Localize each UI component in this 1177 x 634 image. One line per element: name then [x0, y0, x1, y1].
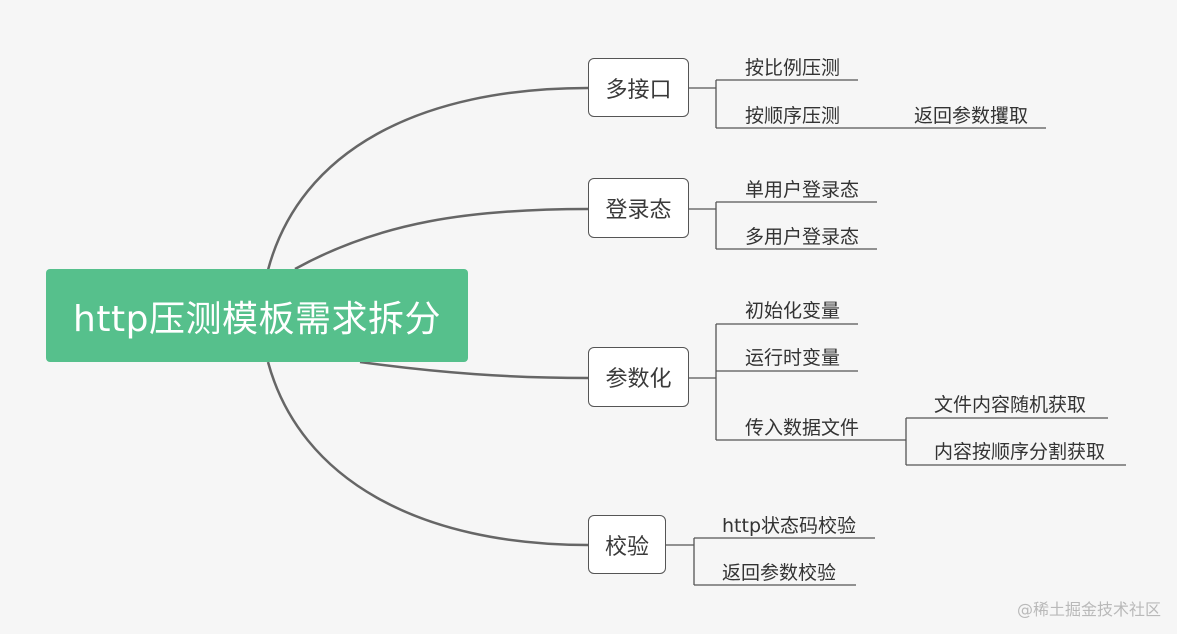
leaf-input-data-file: 传入数据文件	[745, 417, 860, 439]
root-topic: http压测模板需求拆分	[46, 269, 468, 362]
leaf-return-param-validation: 返回参数校验	[722, 562, 837, 584]
leaf-random-file-content: 文件内容随机获取	[934, 394, 1087, 416]
branch-topic-multi-interface: 多接口	[588, 58, 689, 117]
branch-topic-login-state: 登录态	[588, 178, 689, 238]
leaf-multi-user-login: 多用户登录态	[745, 226, 860, 248]
branch-topic-parameterization: 参数化	[588, 347, 689, 407]
branch-2-stem	[689, 324, 717, 440]
watermark: @稀土掘金技术社区	[1016, 600, 1161, 619]
leaf-http-status-validation: http状态码校验	[722, 515, 857, 537]
leaf-ratio-load-test: 按比例压测	[745, 57, 841, 79]
leaf-runtime-variables: 运行时变量	[745, 347, 841, 369]
leaf-single-user-login: 单用户登录态	[745, 179, 860, 201]
root-to-branch-2-connector	[359, 360, 589, 380]
root-to-branch-1-connector	[294, 207, 589, 271]
root-to-branch-3-connector	[266, 361, 589, 547]
leaf-sequential-split-content: 内容按顺序分割获取	[934, 441, 1106, 463]
leaf-sequential-load-test: 按顺序压测	[745, 105, 841, 127]
leaf-init-variables: 初始化变量	[745, 300, 841, 322]
branch-1-stem	[689, 202, 717, 249]
root-to-branch-0-connector	[266, 86, 589, 271]
branch-topic-validation: 校验	[588, 515, 666, 574]
branch-0-stem	[689, 80, 717, 128]
branch-3-stem	[666, 538, 695, 585]
leaf-return-param-extract: 返回参数攫取	[914, 105, 1029, 127]
